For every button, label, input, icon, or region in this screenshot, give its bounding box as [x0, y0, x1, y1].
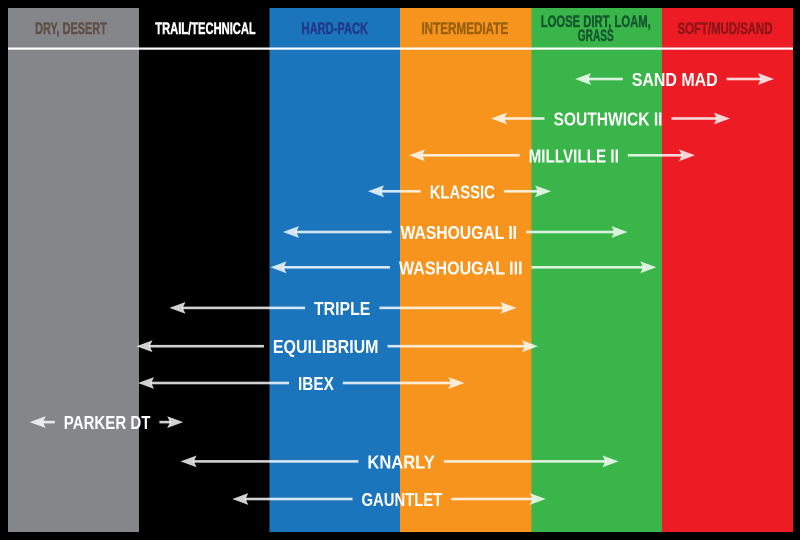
svg-text:MILLVILLE II: MILLVILLE II [529, 146, 619, 166]
svg-text:WASHOUGAL II: WASHOUGAL II [401, 223, 518, 243]
svg-text:SAND MAD: SAND MAD [632, 70, 718, 90]
svg-text:GAUNTLET: GAUNTLET [362, 490, 443, 510]
svg-text:KLASSIC: KLASSIC [430, 182, 495, 202]
svg-text:TRAIL/TECHNICAL: TRAIL/TECHNICAL [155, 20, 256, 38]
svg-text:INTERMEDIATE: INTERMEDIATE [421, 20, 508, 38]
svg-text:HARD-PACK: HARD-PACK [302, 20, 369, 38]
svg-text:TRIPLE: TRIPLE [314, 299, 370, 319]
svg-text:DRY, DESERT: DRY, DESERT [35, 20, 107, 38]
svg-text:IBEX: IBEX [298, 374, 334, 394]
svg-text:PARKER DT: PARKER DT [64, 413, 151, 433]
svg-text:EQUILIBRIUM: EQUILIBRIUM [273, 337, 379, 357]
svg-text:KNARLY: KNARLY [367, 452, 434, 472]
svg-text:SOUTHWICK II: SOUTHWICK II [554, 110, 663, 130]
svg-text:LOOSE DIRT, LOAM,: LOOSE DIRT, LOAM, [541, 13, 651, 31]
svg-text:WASHOUGAL III: WASHOUGAL III [399, 258, 523, 278]
svg-text:SOFT/MUD/SAND: SOFT/MUD/SAND [678, 20, 773, 38]
svg-text:GRASS: GRASS [578, 27, 614, 45]
